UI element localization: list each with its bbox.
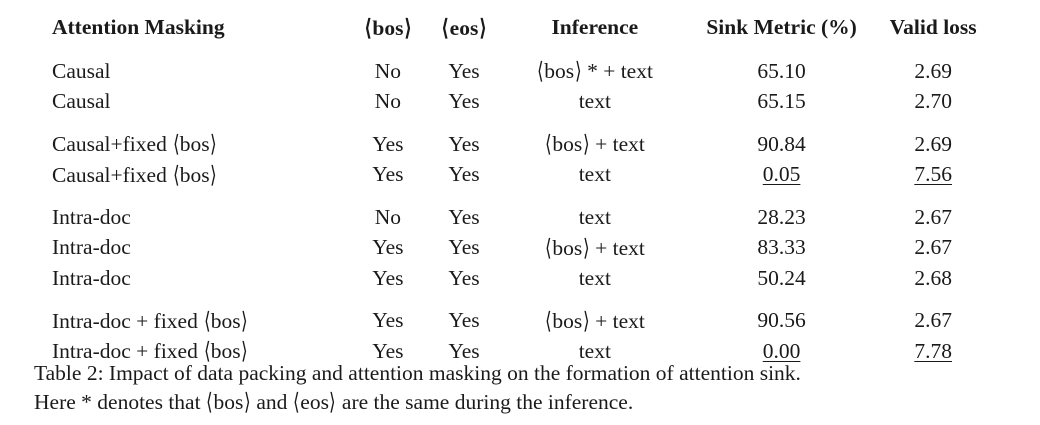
- cell-bos: Yes: [372, 131, 404, 156]
- column-header-inference: Inference: [551, 15, 639, 40]
- cell-inference: text: [578, 89, 611, 113]
- cell-attention-masking: Intra-doc: [52, 235, 131, 259]
- cell-valid-loss: 7.78: [914, 338, 952, 363]
- table-header: Attention Masking ⟨bos⟩ ⟨eos⟩ Inference …: [48, 8, 990, 50]
- cell-sink-metric: 28.23: [757, 204, 806, 229]
- table-header-row: Attention Masking ⟨bos⟩ ⟨eos⟩ Inference …: [48, 8, 990, 50]
- cell-attention-masking: Intra-doc + fixed ⟨bos⟩: [52, 337, 248, 364]
- cell-eos: Yes: [448, 162, 480, 186]
- cell-sink-metric: 50.24: [757, 265, 806, 290]
- column-header-bos: ⟨bos⟩: [363, 13, 412, 41]
- cell-sink-metric: 90.56: [757, 308, 806, 332]
- cell-attention-masking: Causal+fixed ⟨bos⟩: [52, 160, 217, 188]
- column-header-sink-metric: Sink Metric (%): [706, 15, 857, 40]
- cell-bos: No: [374, 58, 402, 83]
- cell-inference: ⟨bos⟩ + text: [545, 130, 645, 157]
- cell-bos: No: [374, 204, 402, 229]
- cell-valid-loss: 2.70: [914, 89, 952, 113]
- cell-eos: Yes: [448, 265, 480, 290]
- cell-attention-masking: Intra-doc: [52, 204, 131, 229]
- cell-valid-loss: 2.67: [914, 204, 952, 229]
- cell-eos: Yes: [448, 89, 480, 113]
- cell-inference: text: [578, 265, 611, 290]
- table-row: Intra-doc + fixed ⟨bos⟩ Yes Yes ⟨bos⟩ + tex…: [48, 300, 990, 337]
- cell-valid-loss: 2.69: [914, 131, 952, 156]
- cell-valid-loss: 2.67: [914, 308, 952, 332]
- caption-line-2: Here * denotes that ⟨bos⟩ and ⟨eos⟩ are …: [34, 388, 634, 415]
- cell-inference: ⟨bos⟩ * + text: [537, 57, 653, 84]
- attention-masking-table-container: Attention Masking ⟨bos⟩ ⟨eos⟩ Inference …: [48, 8, 990, 373]
- cell-bos: Yes: [372, 235, 404, 259]
- cell-inference: ⟨bos⟩ + text: [545, 306, 645, 334]
- table-row: Causal+fixed ⟨bos⟩ Yes Yes ⟨bos⟩ + text 90.8…: [48, 123, 990, 160]
- cell-attention-masking: Intra-doc: [52, 265, 131, 290]
- cell-eos: Yes: [448, 58, 480, 83]
- cell-eos: Yes: [448, 131, 480, 156]
- cell-bos: Yes: [372, 162, 404, 186]
- cell-bos: Yes: [372, 308, 404, 332]
- cell-eos: Yes: [448, 204, 480, 229]
- column-header-eos: ⟨eos⟩: [441, 13, 487, 41]
- table-row: Causal+fixed ⟨bos⟩ Yes Yes text 0.05 7.56: [48, 160, 990, 197]
- table-row: Intra-doc + fixed ⟨bos⟩ Yes Yes text 0.00 7.7…: [48, 336, 990, 373]
- table-row: Intra-doc No Yes text 28.23 2.67: [48, 196, 990, 233]
- cell-eos: Yes: [448, 308, 480, 332]
- table-row: Intra-doc Yes Yes ⟨bos⟩ + text 83.33 2.67: [48, 233, 990, 264]
- cell-sink-metric: 90.84: [757, 131, 806, 156]
- cell-inference: text: [578, 204, 611, 229]
- cell-attention-masking: Causal: [52, 58, 111, 83]
- cell-attention-masking: Intra-doc + fixed ⟨bos⟩: [52, 306, 248, 334]
- cell-inference: text: [578, 338, 611, 363]
- cell-valid-loss: 2.69: [914, 58, 952, 83]
- cell-attention-masking: Causal+fixed ⟨bos⟩: [52, 130, 217, 157]
- cell-valid-loss: 7.56: [914, 162, 952, 186]
- cell-sink-metric: 0.05: [762, 162, 801, 186]
- cell-bos: Yes: [372, 338, 404, 363]
- cell-attention-masking: Causal: [52, 89, 111, 113]
- table-row: Causal No Yes ⟨bos⟩ * + text 65.10 2.69: [48, 50, 990, 87]
- cell-eos: Yes: [448, 338, 480, 363]
- cell-inference: text: [578, 162, 611, 186]
- caption-line-1: Table 2: Impact of data packing and atte…: [34, 361, 801, 385]
- cell-bos: No: [374, 89, 402, 113]
- table-row: Intra-doc Yes Yes text 50.24 2.68: [48, 263, 990, 300]
- attention-masking-table: Attention Masking ⟨bos⟩ ⟨eos⟩ Inference …: [48, 8, 990, 373]
- cell-inference: ⟨bos⟩ + text: [545, 233, 645, 261]
- cell-valid-loss: 2.68: [914, 265, 952, 290]
- cell-sink-metric: 83.33: [757, 235, 806, 259]
- cell-bos: Yes: [372, 265, 404, 290]
- column-header-attention-masking: Attention Masking: [52, 15, 225, 40]
- cell-sink-metric: 65.15: [757, 89, 806, 113]
- cell-valid-loss: 2.67: [914, 235, 952, 259]
- column-header-valid-loss: Valid loss: [889, 15, 977, 40]
- cell-eos: Yes: [448, 235, 480, 259]
- cell-sink-metric: 0.00: [762, 338, 801, 363]
- table-caption: Table 2: Impact of data packing and atte…: [34, 360, 1014, 417]
- table-row: Causal No Yes text 65.15 2.70: [48, 87, 990, 124]
- cell-sink-metric: 65.10: [757, 58, 806, 83]
